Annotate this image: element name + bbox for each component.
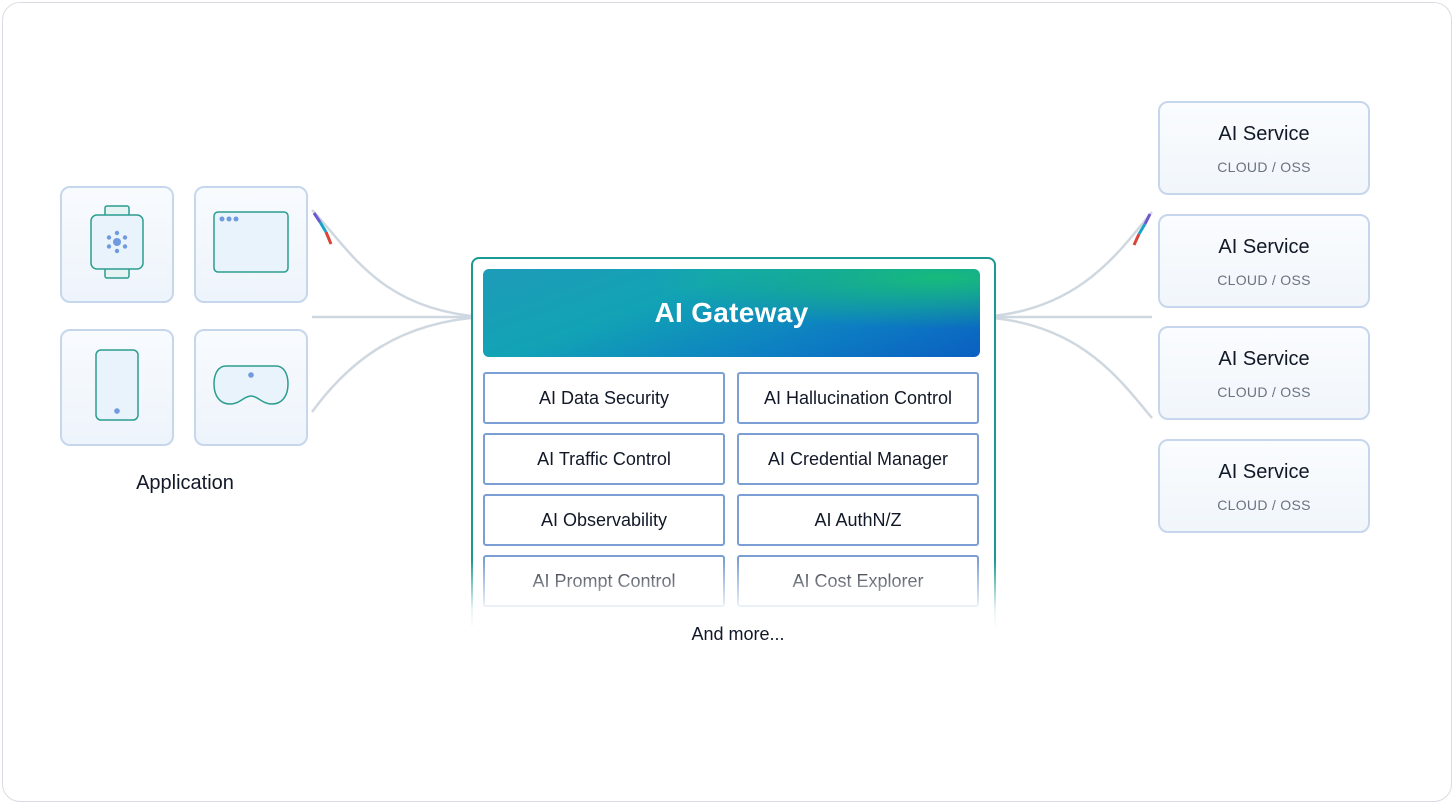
service-title: AI Service [1218, 123, 1310, 145]
and-more-label: And more... [691, 624, 785, 644]
ai-service-card: AI Service CLOUD / OSS [1158, 214, 1370, 308]
feature-data-security: AI Data Security [483, 372, 725, 424]
smartwatch-icon [87, 202, 147, 287]
feature-traffic-control: AI Traffic Control [483, 433, 725, 485]
ai-service-card: AI Service CLOUD / OSS [1158, 101, 1370, 195]
ai-service-card: AI Service CLOUD / OSS [1158, 326, 1370, 420]
service-subtitle: CLOUD / OSS [1217, 272, 1311, 288]
service-subtitle: CLOUD / OSS [1217, 497, 1311, 513]
app-tile-vr-headset [194, 329, 308, 446]
vr-headset-icon [212, 362, 290, 413]
service-title: AI Service [1218, 236, 1310, 258]
application-label: Application [136, 472, 234, 494]
app-tile-smartphone [60, 329, 174, 446]
service-title: AI Service [1218, 461, 1310, 483]
feature-observability: AI Observability [483, 494, 725, 546]
service-title: AI Service [1218, 348, 1310, 370]
feature-cost-explorer: AI Cost Explorer [737, 555, 979, 607]
app-tile-browser [194, 186, 308, 303]
feature-authnz: AI AuthN/Z [737, 494, 979, 546]
ai-service-card: AI Service CLOUD / OSS [1158, 439, 1370, 533]
service-subtitle: CLOUD / OSS [1217, 384, 1311, 400]
app-tile-smartwatch [60, 186, 174, 303]
feature-credential-manager: AI Credential Manager [737, 433, 979, 485]
feature-prompt-control: AI Prompt Control [483, 555, 725, 607]
browser-window-icon [212, 210, 290, 279]
smartphone-icon [94, 348, 140, 427]
feature-hallucination-control: AI Hallucination Control [737, 372, 979, 424]
gateway-title: AI Gateway [483, 269, 980, 357]
service-subtitle: CLOUD / OSS [1217, 159, 1311, 175]
